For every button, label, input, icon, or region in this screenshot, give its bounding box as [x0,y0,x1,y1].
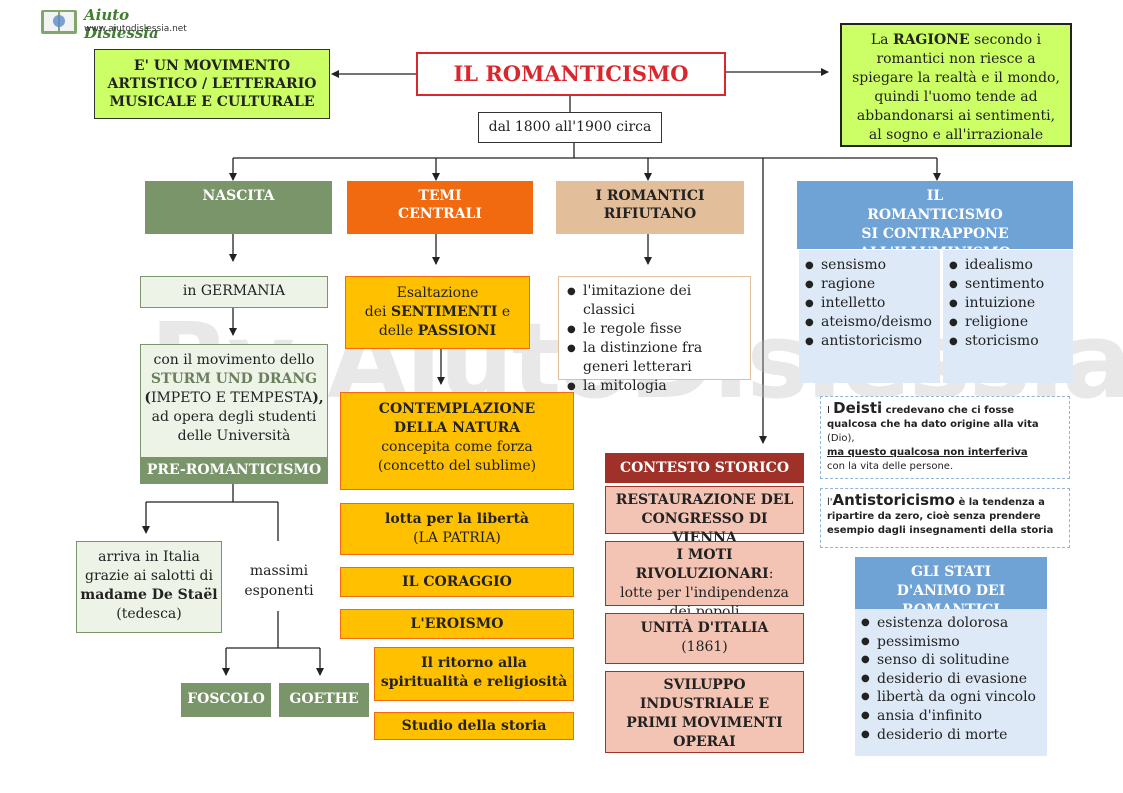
germania-box: in GERMANIA [140,276,328,308]
list-item: sentimento [945,275,1073,294]
coraggio-box: IL CORAGGIO [340,567,574,597]
list-item: antistoricismo [801,332,940,351]
contesto-header: CONTESTO STORICO [605,453,804,483]
list-item: ragione [801,275,940,294]
temi-header: TEMI CENTRALI [347,181,533,234]
list-item: ateismo/deismo [801,313,940,332]
eroismo-box: L'EROISMO [340,609,574,639]
contemplazione-box: CONTEMPLAZIONE DELLA NATURA concepita co… [340,392,574,490]
list-item: la distinzione fra generi letterari [563,339,746,377]
list-item: intelletto [801,294,940,313]
illuminismo-header: IL ROMANTICISMO SI CONTRAPPONE ALL'ILLUM… [797,181,1073,261]
dates-box: dal 1800 all'1900 circa [478,112,662,143]
italia-box: arriva in Italia grazie ai salotti di ma… [76,541,222,633]
illuminismo-left-list: sensismo ragione intelletto ateismo/deis… [799,250,940,383]
illuminismo-right-list: idealismo sentimento intuizione religion… [943,250,1073,383]
list-item: intuizione [945,294,1073,313]
stati-header: GLI STATI D'ANIMO DEI ROMANTICI [855,557,1047,618]
list-item: ansia d'infinito [857,707,1047,726]
list-item: le regole fisse [563,320,746,339]
page-title: IL ROMANTICISMO [416,52,726,96]
list-item: esistenza dolorosa [857,614,1047,633]
foscolo-box: FOSCOLO [181,683,271,717]
logo-url: www.aiutodislessia.net [84,24,187,34]
movement-definition: E' UN MOVIMENTO ARTISTICO / LETTERARIO M… [94,49,330,119]
moti-box: I MOTI RIVOLUZIONARI: lotte per l'indipe… [605,541,804,620]
deisti-note: I Deisti credevano che ci fosse qualcosa… [820,396,1070,479]
nascita-header: NASCITA [145,181,332,234]
pre-romanticismo-label: PRE-ROMANTICISMO [140,458,328,484]
sviluppo-box: SVILUPPO INDUSTRIALE E PRIMI MOVIMENTI O… [605,671,804,753]
list-item: desiderio di morte [857,726,1047,745]
list-item: religione [945,313,1073,332]
liberta-box: lotta per la libertà (LA PATRIA) [340,503,574,555]
rifiutano-list: l'imitazione dei classici le regole fiss… [563,282,746,396]
logo[interactable]: Aiuto Dislessia www.aiutodislessia.net [38,4,208,42]
unita-box: UNITÀ D'ITALIA (1861) [605,613,804,664]
list-item: l'imitazione dei classici [563,282,746,320]
list-item: storicismo [945,332,1073,351]
goethe-box: GOETHE [279,683,369,717]
rifiutano-header: I ROMANTICI RIFIUTANO [556,181,744,234]
list-item: sensismo [801,256,940,275]
list-item: idealismo [945,256,1073,275]
list-item: libertà da ogni vincolo [857,688,1047,707]
stati-list-box: esistenza dolorosa pessimismo senso di s… [855,609,1047,756]
rifiutano-list-box: l'imitazione dei classici le regole fiss… [558,276,751,396]
list-item: la mitologia [563,377,746,396]
antistoricismo-note: l'Antistoricismo è la tendenza a riparti… [820,488,1070,548]
logo-name: Aiuto Dislessia [84,6,159,42]
list-item: desiderio di evasione [857,670,1047,689]
esaltazione-box: Esaltazione dei SENTIMENTI e delle PASSI… [345,276,530,349]
book-icon [41,10,77,34]
ragione-box: La RAGIONE secondo i romantici non riesc… [840,23,1072,147]
storia-box: Studio della storia [374,712,574,740]
sturm-box: con il movimento dello STURM UND DRANG (… [140,344,328,458]
spiritualita-box: Il ritorno alla spiritualità e religiosi… [374,647,574,701]
list-item: senso di solitudine [857,651,1047,670]
restaurazione-box: RESTAURAZIONE DEL CONGRESSO DI VIENNA [605,486,804,546]
list-item: pessimismo [857,633,1047,652]
esponenti-label: massimi esponenti [236,561,322,605]
